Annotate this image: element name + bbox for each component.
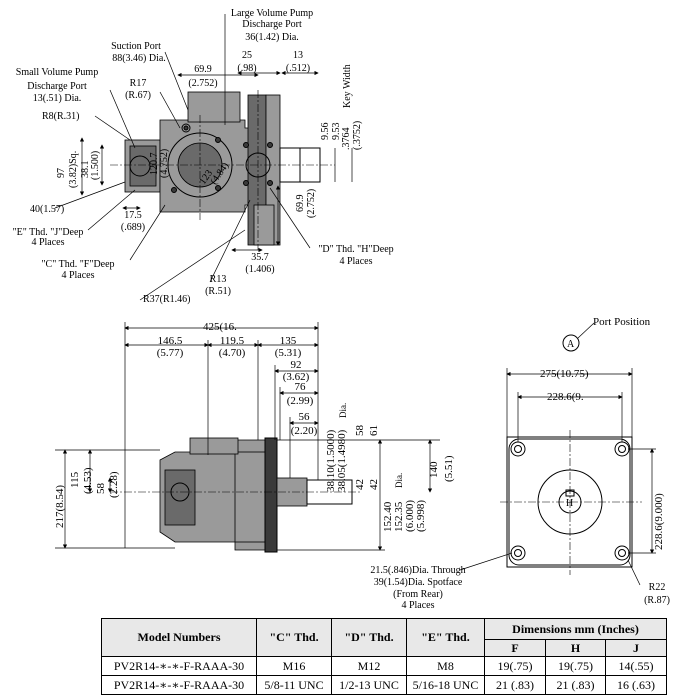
dim-25: 25(.98) [237,50,256,74]
dim-38-1: 38.1 [80,161,91,179]
dim-13: 13(.512) [286,50,310,74]
dim-115-inch: (4.53) [82,467,94,494]
dim-38-10: 38.10(1.5000) [325,429,337,492]
dim-152-35: 152.35 [393,501,405,532]
dim-120-7-inch: (4.752) [159,149,170,178]
table-cell: 1/2-13 UNC [331,675,407,695]
side-view [55,322,440,553]
dim-58h-inch: (2.28) [108,471,120,498]
r17-label: R17(R.67) [125,78,151,101]
table-cell: PV2R14-∗-∗-F-RAAA-30 [101,656,257,676]
mark-h: H [566,498,573,509]
dim-42a: 42 [354,479,366,490]
dim-228-h: 228.6(9. [547,391,584,403]
dim-119-5: 119.5(4.70) [219,335,246,359]
table-cell: 16 (.63) [604,675,668,695]
r13-label: R13(R.51) [205,274,231,297]
dim-38-dia: Dia. [338,403,348,418]
end-view-labels: Port Position A 275(10.75) 228.6(9. 228.… [370,316,670,611]
dim-140: 140 [428,461,440,478]
table-cell: PV2R14-∗-∗-F-RAAA-30 [101,675,257,695]
col-f: F [484,639,546,657]
dim-76: 76(2.99) [287,381,314,407]
r37-label: R37(R1.46) [143,294,191,305]
dim-58h: 58 [95,483,107,495]
dim-69-top: 69.9(2.752) [188,64,217,89]
dim-17-5: 17.5(.689) [121,210,145,233]
dim-275: 275(10.75) [540,368,589,380]
col-d-thd: "D" Thd. [331,618,407,657]
dim-135: 135(5.31) [275,335,302,359]
dim-228-v: 228.6(9.000) [653,493,665,550]
col-model-numbers: Model Numbers [101,618,257,657]
dim-97-sq-inch: (3.82)Sq. [68,151,79,188]
table-cell: 5/8-11 UNC [256,675,332,695]
dim-152-dia: Dia. [394,473,404,488]
table-cell: 19(.75) [545,656,606,676]
dim-6-000: (6.000) [404,500,416,532]
port-position-label: Port Position [593,316,651,328]
table-cell: M12 [331,656,407,676]
table-cell: 14(.55) [604,656,668,676]
dim-92: 92(3.62) [283,359,310,383]
dim-overall: 425(16. [203,321,237,333]
dim-40: 40(1.57) [30,204,64,215]
side-view-labels: 425(16. 146.5(5.77) 119.5(4.70) 135(5.31… [54,321,455,532]
dim-58v: 58 [354,425,366,437]
key-3764: .3764 [341,128,352,151]
col-dimensions: Dimensions mm (Inches) [483,618,668,640]
col-h: H [545,639,606,657]
dim-69-right-inch: (2.752) [306,189,317,218]
dim-97-sq: 97 [56,168,67,178]
port-letter: A [567,339,575,350]
table-row: PV2R14-∗-∗-F-RAAA-30 M16 M12 M8 19(.75) … [101,656,668,676]
dim-35-7: 35.7(1.406) [245,252,274,275]
table-cell: M16 [256,656,332,676]
table-cell: 21 (.83) [484,675,546,695]
dim-38-05: 38.05(1.4980) [336,429,348,492]
top-view [54,14,353,301]
dim-146-5: 146.5(5.77) [157,335,184,359]
key-width-label: Key Width [342,64,353,108]
col-e-thd: "E" Thd. [406,618,485,657]
dim-56: 56(2.20) [291,411,318,437]
dim-115: 115 [69,471,81,488]
dim-120-7: 120.7 [149,153,160,176]
table-row: PV2R14-∗-∗-F-RAAA-30 5/8-11 UNC 1/2-13 U… [101,675,668,695]
dim-5-998: (5.998) [415,500,427,532]
dim-69-right: 69.9 [295,195,306,213]
col-c-thd: "C" Thd. [256,618,332,657]
end-view [459,322,656,586]
dim-42b: 42 [368,479,380,490]
dim-61v: 61 [368,425,380,436]
key-9-56: 9.56 [320,123,331,141]
r8-label: R8(R.31) [42,111,80,122]
key-9-53: 9.53 [331,123,342,141]
table-cell: 19(.75) [484,656,546,676]
table-cell: 5/16-18 UNC [406,675,485,695]
table-cell: M8 [406,656,485,676]
dim-38-1-inch: (1.500) [90,151,101,180]
key-3752: (.3752) [352,121,363,150]
dim-140-inch: (5.51) [443,455,455,482]
dim-217: 217(8.54) [54,485,66,528]
r22-label: R22(R.87) [644,582,670,606]
dimensions-table: Model Numbers "C" Thd. "D" Thd. "E" Thd.… [101,618,668,695]
dim-152-40: 152.40 [382,501,394,532]
col-j: J [604,639,668,657]
table-cell: 21 (.83) [545,675,606,695]
